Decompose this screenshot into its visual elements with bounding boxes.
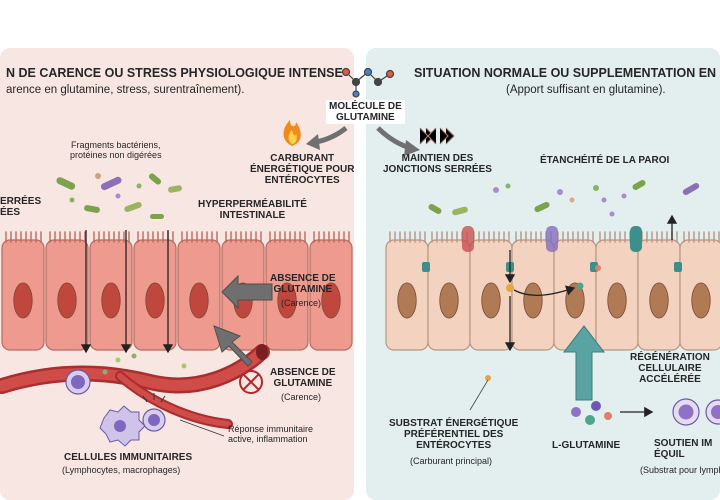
healthy-cell: [427, 231, 471, 351]
fuel-label: CARBURANT ÉNERGÉTIQUE POUR ENTÉROCYTES: [250, 153, 355, 187]
healthy-cell: [595, 231, 639, 351]
immune-cells-label: CELLULES IMMUNITAIRES: [64, 452, 193, 463]
tight-junction-icon: [419, 127, 455, 145]
healthy-cell: [637, 231, 681, 351]
inflamed-cell: [45, 231, 89, 351]
inflamed-cell: [177, 231, 221, 351]
inflamed-epithelium: [1, 231, 353, 351]
tight-junctions-label-cut: ERRÉES ÉES: [0, 196, 42, 219]
inflamed-cell: [133, 231, 177, 351]
desmosome-marker: [674, 262, 682, 272]
support-note: (Substrat pour lympho: [640, 465, 720, 475]
bacterial-fragments-label: Fragments bactériens, protéines non digé…: [70, 140, 162, 161]
l-glutamine-icon: [571, 401, 612, 425]
immune-response-label: Réponse immunitaire active, inflammation: [228, 424, 314, 445]
healthy-cell: [679, 231, 720, 351]
support-label: SOUTIEN IM ÉQUIL: [654, 438, 713, 461]
junction-label: MAINTIEN DES JONCTIONS SERRÉES: [383, 153, 492, 176]
bacteria-icon: [56, 173, 182, 219]
no-glutamine-icon: [239, 370, 263, 394]
absence-note-1: (Carence): [281, 298, 322, 308]
lymphocyte-icon: [142, 393, 166, 432]
substrate-note: (Carburant principal): [410, 456, 493, 466]
right-panel-subtitle: (Apport suffisant en glutamine).: [506, 84, 666, 96]
regeneration-label: RÉGÉNÉRATION CELLULAIRE ACCÉLÉRÉE: [630, 352, 710, 386]
immune-callout-line: [179, 419, 225, 437]
healthy-cell: [385, 231, 429, 351]
lymphocyte-icon: [65, 369, 91, 395]
healthy-cell: [553, 231, 597, 351]
left-panel-subtitle: arence en glutamine, stress, surentraîne…: [6, 84, 245, 96]
tight-junction-marker: [630, 226, 642, 252]
fire-icon: [283, 120, 301, 146]
glutamine-molecule-icon: [341, 67, 395, 98]
desmosome-marker: [422, 262, 430, 272]
absence-note-2: (Carence): [281, 392, 322, 402]
leak-arrows: [80, 230, 174, 354]
healthy-epithelium: [385, 226, 720, 351]
absence-label-2: ABSENCE DE GLUTAMINE: [270, 367, 336, 390]
l-glutamine-label: L-GLUTAMINE: [552, 440, 621, 451]
inflamed-cell: [1, 231, 45, 351]
absence-arrow-2: [213, 325, 253, 367]
glutamine-supply-arrow: [562, 325, 606, 401]
blood-vessel-icon: [0, 344, 270, 429]
inflamed-cell: [89, 231, 133, 351]
glutamine-flow: [469, 214, 678, 411]
left-panel-title: N DE CARENCE OU STRESS PHYSIOLOGIQUE INT…: [6, 66, 343, 80]
bacteria-icon: [428, 180, 700, 217]
tight-junction-marker: [462, 226, 474, 252]
molecule-label: MOLÉCULE DE GLUTAMINE: [326, 100, 405, 125]
lymphocyte-icon: [672, 398, 720, 426]
molecule-arrows: [306, 126, 420, 156]
wall-tightness-label: ÉTANCHÉITÉ DE LA PAROI: [540, 155, 670, 166]
macrophage-icon: [99, 405, 146, 447]
right-panel-title: SITUATION NORMALE OU SUPPLEMENTATION EN …: [414, 66, 720, 80]
immune-cells-note: (Lymphocytes, macrophages): [62, 465, 181, 475]
inflamed-cell: [309, 231, 353, 351]
tight-junction-marker: [546, 226, 558, 252]
healthy-cell: [469, 231, 513, 351]
substrate-label: SUBSTRAT ÉNERGÉTIQUE PRÉFÉRENTIEL DES EN…: [389, 418, 519, 452]
absence-label-1: ABSENCE DE GLUTAMINE: [270, 273, 336, 296]
hyperpermeability-label: HYPERPERMÉABILITÉ INTESTINALE: [198, 199, 307, 222]
absence-arrow-1: [221, 274, 273, 310]
inflammation-dots: [102, 353, 187, 375]
